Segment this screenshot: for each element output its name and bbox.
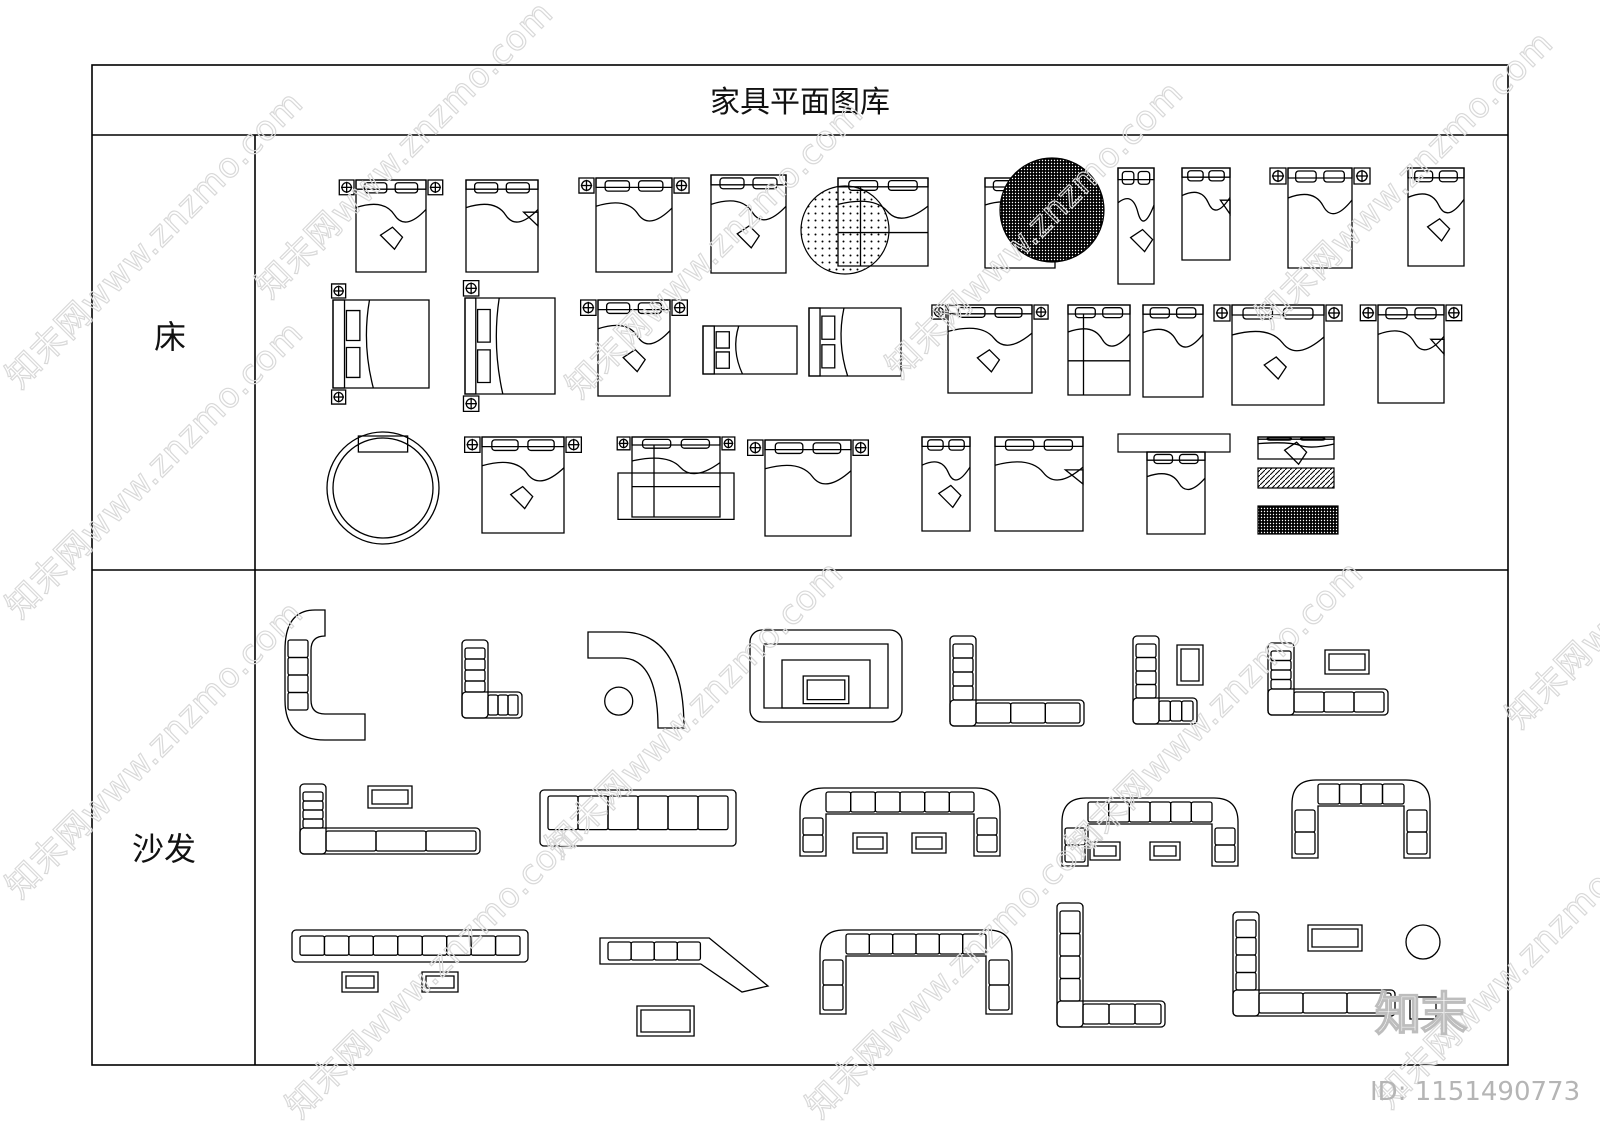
watermark-text: 知末网www.znzmo.com [278, 813, 591, 1126]
bed-symbol [932, 305, 1048, 393]
row-label-bed: 床 [154, 318, 186, 356]
bed-symbol [711, 175, 786, 273]
brand-logo: 知末 [1375, 987, 1467, 1041]
rug-symbol [999, 157, 1105, 263]
sofa-symbol [1062, 798, 1238, 866]
sofa-symbol [1057, 903, 1165, 1027]
sofa-symbol [600, 938, 768, 1036]
watermark-text: 知末网www.znzmo.com [1498, 423, 1600, 736]
bed-symbol [465, 437, 582, 533]
bed-symbol [339, 180, 442, 272]
bed-symbol [995, 437, 1083, 531]
bed-symbol [617, 437, 735, 519]
table-border [91, 64, 1509, 1066]
watermark-text: 知末网www.znzmo.com [878, 73, 1191, 386]
bed-symbol [1117, 433, 1231, 453]
sofa-symbol [800, 788, 1000, 856]
sofa-symbol [1292, 780, 1430, 858]
bed-symbol [332, 284, 429, 404]
watermark-text: 知末网www.znzmo.com [248, 0, 561, 306]
sofa-symbol [285, 610, 365, 740]
bed-symbol [1257, 505, 1339, 535]
bed-symbol [1270, 168, 1370, 268]
sofa-symbol [750, 630, 902, 722]
bed-symbol [1143, 305, 1203, 397]
bed-symbol [1182, 168, 1230, 260]
bed-symbol [1257, 467, 1335, 489]
bed-symbol [581, 300, 688, 396]
sofa-symbol [1133, 636, 1203, 724]
watermark-text: 知末网www.znzmo.com [538, 553, 851, 866]
table-frame [91, 64, 1509, 1066]
sofa-symbol-group [285, 610, 1441, 1036]
row-label-sofa: 沙发 [132, 830, 196, 868]
bed-symbol [922, 437, 970, 531]
sofa-symbol [1268, 643, 1388, 715]
bed-symbol [1258, 437, 1334, 464]
bed-symbol [1147, 452, 1205, 534]
bed-symbol [463, 281, 555, 412]
bed-symbol [466, 180, 538, 272]
sofa-symbol [462, 640, 522, 718]
watermark-text: 知末网www.znzmo.com [1368, 803, 1600, 1116]
sofa-symbol [950, 636, 1084, 726]
bed-symbol [579, 178, 689, 272]
rug-symbol [800, 185, 890, 275]
bed-symbol [327, 432, 439, 544]
bed-symbol [1214, 305, 1342, 405]
image-id: ID: 1151490773 [1370, 1077, 1580, 1107]
sofa-symbol [588, 632, 684, 728]
bed-symbol [748, 440, 869, 536]
bed-symbol [703, 326, 797, 374]
side-table-symbol [1409, 996, 1437, 1020]
bed-symbol [1118, 168, 1154, 284]
sofa-symbol [820, 930, 1012, 1014]
side-table-symbol [1405, 924, 1441, 960]
bed-symbol [1068, 305, 1130, 395]
sofa-symbol [292, 930, 528, 992]
sofa-symbol [540, 790, 736, 846]
bed-symbol [1360, 305, 1461, 403]
sofa-symbol [1233, 912, 1395, 1016]
watermark-text: 知末网www.znzmo.com [798, 813, 1111, 1126]
bed-symbol [809, 308, 901, 376]
table-title: 家具平面图库 [710, 85, 890, 120]
bed-symbol [1408, 168, 1464, 266]
bed-symbol-group [327, 157, 1464, 544]
sofa-symbol [300, 784, 480, 854]
